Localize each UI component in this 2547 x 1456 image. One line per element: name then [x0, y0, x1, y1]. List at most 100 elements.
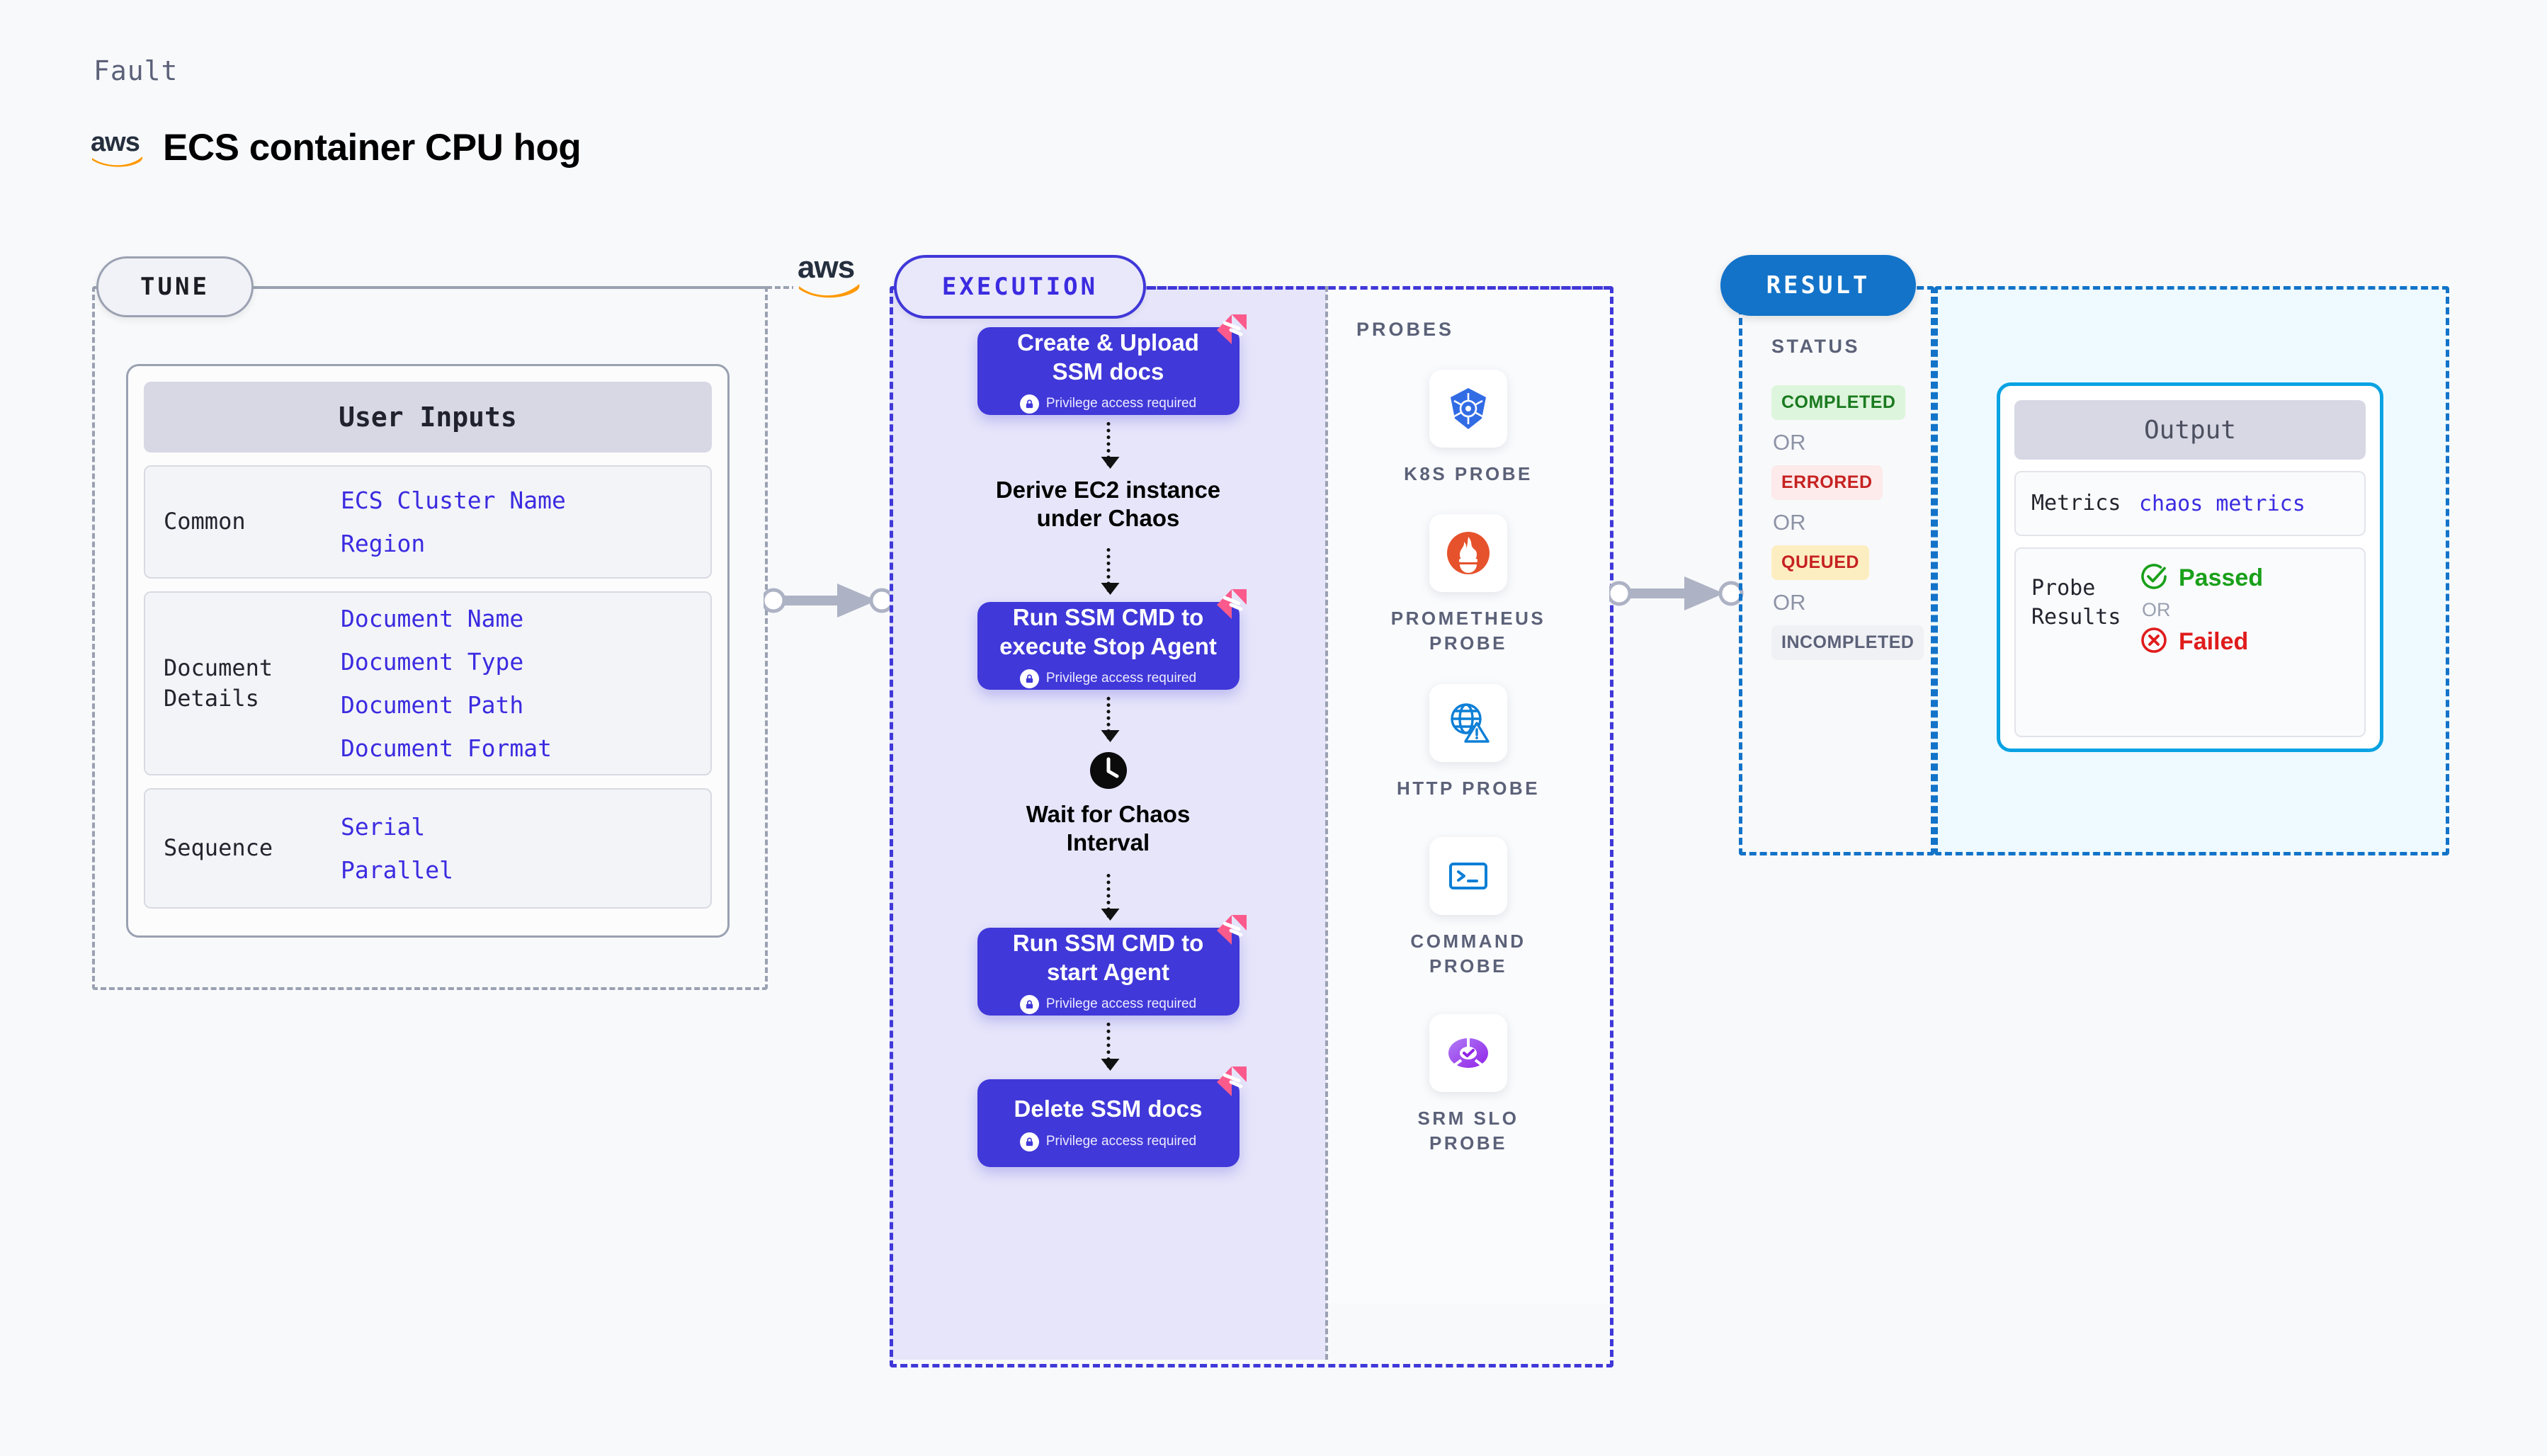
- result-pill[interactable]: RESULT: [1720, 255, 1916, 316]
- tune-aws-logo-icon: aws: [793, 249, 866, 305]
- step-privilege-note: Privilege access required: [1019, 994, 1197, 1014]
- flow-arrow: [1101, 1023, 1119, 1071]
- row-label: Common: [164, 508, 246, 535]
- flow-arrow: [1101, 422, 1119, 469]
- probe-label: COMMAND PROBE: [1410, 931, 1526, 977]
- tune-pill[interactable]: TUNE: [96, 256, 254, 317]
- input-option[interactable]: Document Path: [341, 691, 524, 719]
- step-title: Run SSM CMD to execute Stop Agent: [999, 604, 1217, 659]
- srm-slo-icon: [1429, 1014, 1507, 1092]
- probe-item-k8s[interactable]: K8S PROBE: [1376, 370, 1560, 487]
- output-panel: Output Metrics chaos metrics Probe Resul…: [1934, 286, 2449, 855]
- connector-execution-to-result: [1606, 574, 1751, 617]
- probe-item-prometheus[interactable]: PROMETHEUS PROBE: [1376, 514, 1560, 656]
- page-eyebrow: Fault: [93, 55, 178, 86]
- flow-step-run-ssm-cmd-start-agent[interactable]: Run SSM CMD to start Agent Privilege acc…: [977, 915, 1247, 1016]
- tune-panel: TUNE aws User Inputs Common ECS Cluster …: [92, 249, 866, 990]
- execution-probes-divider: [1325, 286, 1328, 1360]
- lock-icon: [1019, 1132, 1039, 1151]
- input-option[interactable]: Serial: [341, 813, 426, 841]
- input-option[interactable]: Document Name: [341, 605, 524, 632]
- output-row-probe-results: Probe Results Passed OR: [2014, 547, 2366, 737]
- lock-icon: [1019, 394, 1039, 414]
- privilege-text: Privilege access required: [1045, 671, 1197, 686]
- result-panel: RESULT STATUS COMPLETED OR ERRORED OR QU…: [1720, 255, 1934, 855]
- flow-step-delete-ssm-docs[interactable]: Delete SSM docs Privilege access require…: [977, 1067, 1247, 1167]
- aws-logo-icon: aws: [91, 128, 144, 168]
- probe-item-http[interactable]: HTTP PROBE: [1376, 684, 1560, 801]
- flow-arrow: [1101, 548, 1119, 595]
- privilege-text: Privilege access required: [1045, 996, 1197, 1012]
- or-separator: OR: [1773, 510, 1806, 535]
- page-title: ECS container CPU hog: [163, 127, 582, 169]
- flow-step-run-ssm-cmd-stop-agent[interactable]: Run SSM CMD to execute Stop Agent Privil…: [977, 589, 1247, 690]
- lock-icon: [1019, 669, 1039, 688]
- execution-top-dashed-line: [1149, 286, 1611, 290]
- output-card-title: Output: [2014, 400, 2366, 460]
- probe-results-values: Passed OR Failed: [2139, 562, 2263, 659]
- probe-label: PROMETHEUS PROBE: [1390, 608, 1546, 654]
- metrics-label: Metrics: [2031, 490, 2121, 516]
- user-inputs-card: User Inputs Common ECS Cluster Name Regi…: [126, 364, 730, 938]
- page-title-row: aws ECS container CPU hog: [91, 126, 582, 169]
- check-circle-icon: [2139, 562, 2169, 595]
- privilege-text: Privilege access required: [1045, 396, 1197, 411]
- execution-panel: EXECUTION Create & Upload SSM docs: [890, 255, 1613, 1367]
- probes-title: PROBES: [1356, 319, 1455, 340]
- probe-label: SRM SLO PROBE: [1417, 1108, 1519, 1154]
- passed-label: Passed: [2179, 564, 2264, 591]
- probe-item-command[interactable]: COMMAND PROBE: [1376, 837, 1560, 979]
- status-badge-errored: ERRORED: [1771, 465, 1883, 500]
- status-badge-completed: COMPLETED: [1771, 385, 1906, 420]
- user-inputs-row: Document Details Document Name Document …: [144, 591, 712, 775]
- row-values: Document Name Document Type Document Pat…: [341, 605, 552, 762]
- user-inputs-row: Sequence Serial Parallel: [144, 788, 712, 909]
- step-title: Delete SSM docs: [1014, 1096, 1203, 1122]
- output-card: Output Metrics chaos metrics Probe Resul…: [1997, 382, 2383, 752]
- probe-item-srm-slo[interactable]: SRM SLO PROBE: [1376, 1014, 1560, 1156]
- svg-text:aws: aws: [798, 250, 854, 285]
- row-values: ECS Cluster Name Region: [341, 487, 566, 557]
- step-privilege-note: Privilege access required: [1019, 394, 1197, 414]
- status-list: COMPLETED OR ERRORED OR QUEUED OR INCOMP…: [1771, 385, 1924, 660]
- probe-label: K8S PROBE: [1404, 463, 1533, 484]
- input-option[interactable]: Parallel: [341, 856, 453, 884]
- probe-result-passed: Passed: [2139, 562, 2263, 595]
- flow-step-create-upload-ssm-docs[interactable]: Create & Upload SSM docs Privilege acces…: [977, 314, 1247, 415]
- status-badge-incompleted: INCOMPLETED: [1771, 625, 1924, 660]
- input-option[interactable]: ECS Cluster Name: [341, 487, 566, 514]
- harness-logo-icon: [1215, 1065, 1248, 1101]
- input-option[interactable]: Document Format: [341, 734, 552, 762]
- step-title: Run SSM CMD to start Agent: [1012, 930, 1204, 985]
- row-values: Serial Parallel: [341, 813, 453, 884]
- probe-result-failed: Failed: [2139, 625, 2263, 659]
- http-globe-icon: [1429, 684, 1507, 762]
- status-title: STATUS: [1771, 336, 1860, 357]
- flow-step-derive-ec2-instance: Derive EC2 instance under Chaos: [995, 477, 1221, 532]
- metrics-value[interactable]: chaos metrics: [2139, 491, 2305, 516]
- harness-logo-icon: [1215, 914, 1248, 950]
- privilege-text: Privilege access required: [1045, 1134, 1197, 1149]
- kubernetes-icon: [1429, 370, 1507, 448]
- flow-arrow: [1101, 697, 1119, 742]
- input-option[interactable]: Document Type: [341, 648, 524, 676]
- input-option[interactable]: Region: [341, 530, 426, 557]
- clock-icon: [1089, 751, 1128, 794]
- execution-pill[interactable]: EXECUTION: [894, 255, 1146, 319]
- probe-results-label: Probe Results: [2031, 576, 2121, 630]
- row-label: Sequence: [164, 834, 273, 862]
- user-inputs-row: Common ECS Cluster Name Region: [144, 465, 712, 579]
- harness-logo-icon: [1215, 588, 1248, 624]
- step-privilege-note: Privilege access required: [1019, 1132, 1197, 1151]
- probes-background: [1327, 286, 1610, 1304]
- flow-step-wait-for-chaos-interval: Wait for Chaos Interval: [1026, 801, 1191, 856]
- terminal-icon: [1429, 837, 1507, 915]
- or-separator: OR: [1773, 430, 1806, 455]
- tune-top-dashed-line: [256, 286, 806, 289]
- lock-icon: [1019, 994, 1039, 1014]
- flow-arrow: [1101, 874, 1119, 921]
- or-separator: OR: [2142, 599, 2171, 620]
- failed-label: Failed: [2179, 628, 2249, 655]
- connector-tune-to-execution: [761, 581, 898, 624]
- step-title: Create & Upload SSM docs: [1017, 329, 1199, 385]
